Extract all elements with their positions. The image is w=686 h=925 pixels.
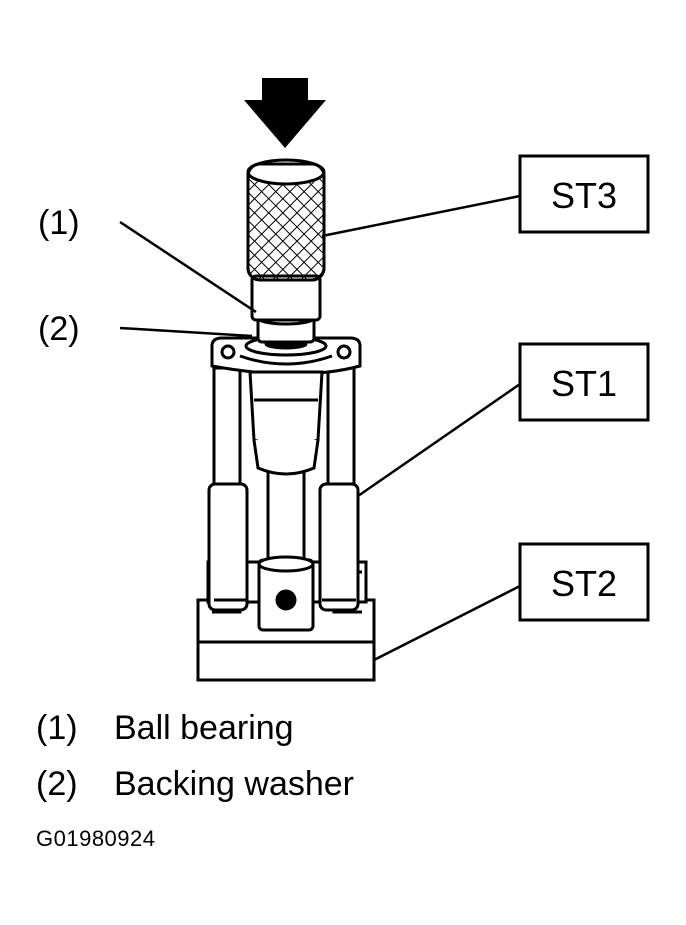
- legend-number: (2): [36, 765, 78, 803]
- leader-line-st2: [373, 584, 521, 662]
- st3-label-box: ST3: [518, 154, 650, 234]
- callout-1: (1): [38, 204, 80, 242]
- leader-line-1: [119, 220, 257, 314]
- callout-2: (2): [38, 310, 80, 348]
- center-shaft: [257, 468, 315, 632]
- st3-label: ST3: [551, 175, 617, 216]
- legend-text: Ball bearing: [114, 709, 294, 747]
- press-tool-diagram: (1) (2) ST3 ST1 ST2: [38, 78, 650, 682]
- st3-installer: [246, 158, 326, 322]
- leader-line-2: [119, 326, 253, 338]
- legend-number: (1): [36, 709, 78, 747]
- legend-item-1: (1) Ball bearing: [36, 708, 294, 748]
- st1-label-box: ST1: [518, 342, 650, 422]
- legend-text: Backing washer: [114, 765, 355, 803]
- legend-item-2: (2) Backing washer: [36, 764, 354, 804]
- figure-code: G01980924: [36, 826, 156, 851]
- leader-line-st1: [357, 382, 521, 498]
- leader-line-st3: [321, 194, 521, 238]
- st2-label: ST2: [551, 563, 617, 604]
- st1-guide-posts: [207, 366, 360, 612]
- bearing-housing: [248, 370, 324, 476]
- st1-label: ST1: [551, 363, 617, 404]
- press-direction-arrow: [244, 78, 326, 148]
- st2-label-box: ST2: [518, 542, 650, 622]
